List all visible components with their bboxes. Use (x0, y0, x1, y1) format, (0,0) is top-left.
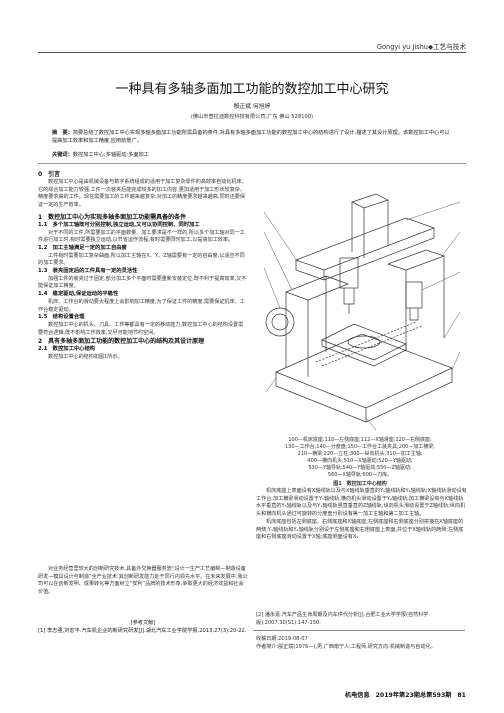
figure-legend-line: 130—工作台;140—分度盘;150—工作台工装夹具;200—加工横梁; (285, 444, 435, 450)
page-header: Gongyi yu Jishu◆工艺与技术 (0, 0, 504, 62)
left-column: 0 引言 数控加工中心是由机械设备与数字系统组成的适用于加工复杂零件的高效率自动… (38, 170, 248, 362)
abstract-text: 简要总结了数控加工中心实现多轴多面加工功能所需具备的条件,对具有多轴多面加工功能… (52, 130, 450, 144)
right-column: 机床底座上表面设有X轴线轨以及与X轴线轨垂直的Y₁轴线轨和Y₂轴线轨;X轴线轨滑… (256, 488, 468, 542)
article-meta: 收稿日期:2019-08-07 作者简介:殷正斌(1976—),男,广西南宁人,… (256, 636, 468, 651)
keywords-text: 数控加工中心;多轴驱动;多面加工 (72, 152, 149, 158)
references-title: [参考文献] (130, 620, 156, 626)
section-1-heading: 1 数控加工中心为实现多轴多面加工功能需具备的条件 (38, 213, 187, 221)
section-1-4-heading: 1.4 稳定驱动,保证运动的平稳性 (38, 291, 119, 298)
references: [参考文献] [1] 李志强,刘宏平.汽车机企业的新研究研发[J].湖北汽车工业… (38, 620, 248, 635)
keywords-label: 关键词： (52, 152, 73, 158)
reference-item: [1] 李志强,刘宏平.汽车机企业的新研究研发[J].湖北汽车工业学院学报,20… (38, 627, 247, 634)
section-1-5-text: 数控加工中心的机头、刀具、工件等都具有一定的移动能力,数控加工中心的结构设置需要… (38, 321, 244, 336)
reference-continued: [2] 潘永嘉.汽车产品生命周期及内车供代分析[J].合肥工业大学学报(自然科学… (256, 612, 468, 627)
section-2-1-text: 数控加工中心的结构如图1所示。 (48, 354, 123, 361)
section-1-1-text: 对于不同的工件,所需要加工的平面数量、加工要求是不一样的,所以多个加工轴对同一工… (38, 229, 245, 244)
figure-legend-line: 400—横向机头;510—X轴驱动;520—Y轴驱动; (307, 458, 413, 464)
abstract-rule (38, 163, 466, 164)
page-footer: 机电信息 2019年第23期总第593期 81 (345, 690, 466, 699)
figure-legend-line: 100—机床底座;110—左侧底座;112—X轴滑座;120—右侧底座; (288, 437, 432, 443)
conclusion-paragraph: 对业务经营里较大的创新研究技术,具备外交换器服务管“设计一生产工艺编制—制造设备… (38, 566, 248, 596)
section-0-heading: 0 引言 (38, 171, 61, 178)
footer-issue: 2019年第23期总第593期 (375, 692, 452, 699)
article-authors: 殷正斌 何旭婷 (233, 104, 271, 110)
keywords: 关键词：数控加工中心;多轴驱动;多面加工 (52, 151, 452, 158)
machining-center-drawing (263, 193, 461, 431)
author-bio: 作者简介:殷正斌(1976—),男,广西南宁人,工程师,研究方向:机械制造与自动… (256, 643, 436, 650)
section-1-2-heading: 1.2 加工主轴满足一定的加工自由度 (38, 244, 127, 251)
right-paragraph-1: 机床底座上表面设有X轴线轨以及与X轴线轨垂直的Y₁轴线轨和Y₂轴线轨;X轴线轨滑… (256, 488, 467, 518)
figure-legend-line: 530—Y轴导轨;540—Y轴驱动;550—Z轴驱动; (308, 465, 412, 471)
section-1-2-text: 工件有时需要加工复杂曲面,所以加工主轴在X、Y、Z轴需要有一定的自由度,以适应不… (38, 252, 245, 267)
article-title: 一种具有多轴多面加工功能的数控加工中心研究 (115, 82, 389, 97)
section-0-text: 数控加工中心是由机械设备与数字系统组成的适用于加工复杂零件的高效率自动化机床。它… (38, 179, 247, 209)
section-1-4-text: 机床、工作台的滑动要大程度上会影响加工精度,为了保证工件的精度,需要保证机床、工… (38, 298, 245, 313)
reference-item: [2] 潘永嘉.汽车产品生命周期及内车供代分析[J].合肥工业大学学报(自然科学… (256, 612, 429, 626)
figure-legend-line: 210—横梁;220—立柱;300—纵向机头;310—加工主轴; (297, 451, 423, 457)
section-2-1-heading: 2.1 数控加工中心结构 (38, 346, 96, 353)
right-paragraph-2: 机床底座包括左侧底座、右侧底座和X轴底座;左侧底座和右侧底座分别拼接在X轴底座的… (256, 518, 464, 541)
header-rule (38, 52, 466, 53)
abstract: 摘 要：简要总结了数控加工中心实现多轴多面加工功能所需具备的条件,对具有多轴多面… (52, 129, 452, 145)
figure-title: 图1 数控加工中心结构 (333, 481, 387, 487)
article-affiliation: (佛山市普拉迪数控科技有限公司,广东 佛山 528100) (190, 114, 314, 120)
section-2-heading: 2 具有多轴多面加工功能的数控加工中心的结构及其设计原理 (38, 338, 205, 346)
section-1-3-heading: 1.3 装夹固定后的工件具有一定的灵活性 (38, 268, 138, 275)
conclusion-text: 对业务经营里较大的创新研究技术,具备外交换器服务管“设计一生产工艺编制—制造设备… (38, 566, 248, 597)
section-1-5-heading: 1.5 结构设置合理 (38, 314, 85, 321)
page-number: 81 (457, 692, 466, 699)
figure-legend-line: 560—X轴导轨;600—刀库。 (327, 472, 393, 478)
meta-rule (253, 630, 465, 631)
section-1-1-heading: 1.1 多个加工轴既可分别控制,独立运动,又可以协同控制、同时加工 (38, 221, 200, 228)
machine-figure (256, 172, 468, 434)
footer-journal: 机电信息 (344, 692, 370, 699)
received-date: 收稿日期:2019-08-07 (256, 636, 308, 642)
section-1-3-text: 加强工件的装夹过于固定,部分加工多个平面时需要重新安装定位,既不利于提高效率,又… (38, 275, 247, 290)
journal-tag: Gongyi yu Jishu◆工艺与技术 (376, 43, 466, 51)
abstract-label: 摘 要： (52, 130, 73, 136)
figure-caption: 100—机床底座;110—左侧底座;112—X轴滑座;120—右侧底座; 130… (250, 437, 470, 488)
